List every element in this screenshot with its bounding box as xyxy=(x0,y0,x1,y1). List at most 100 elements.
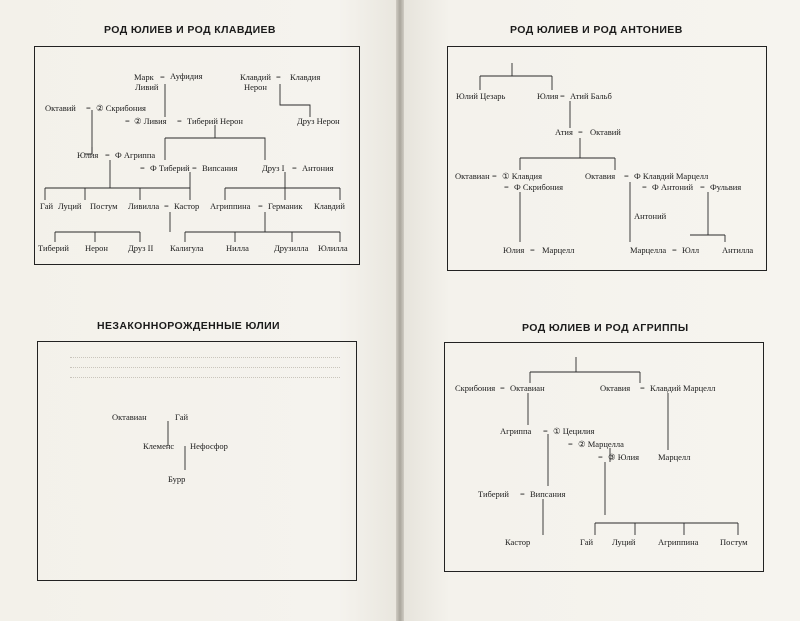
marriage-sign: = xyxy=(640,383,645,393)
person-cecilia: ① Цецилия xyxy=(553,426,595,436)
marriage-sign: = xyxy=(192,163,197,173)
marriage-sign: = xyxy=(598,452,603,462)
person-druz-1: Друз I xyxy=(262,163,285,173)
person-fulvia: Фульвия xyxy=(710,182,742,192)
marriage-sign: = xyxy=(500,383,505,393)
person-marcella: ② Марцелла xyxy=(578,439,624,449)
person-oktavij: Октавий xyxy=(45,103,76,113)
person-skribonia: Ф Скрибония xyxy=(514,182,564,192)
marriage-sign: = xyxy=(520,489,525,499)
marriage-sign: = xyxy=(530,245,535,255)
person-oktavian: Октавиан xyxy=(510,383,545,393)
person-marcell: Марцелл xyxy=(542,245,575,255)
person-tiberij: Тиберий xyxy=(478,489,509,499)
marriage-sign: = xyxy=(177,116,182,126)
person-skribonia: Скрибония xyxy=(455,383,496,393)
left-page xyxy=(0,0,398,621)
person-livij: Ливий xyxy=(135,82,159,92)
diagram-julii-agrippa xyxy=(444,342,764,572)
person-gaj: Гай xyxy=(175,412,189,422)
marriage-sign: = xyxy=(568,439,573,449)
person-antonij-2: Антоний xyxy=(634,211,667,221)
person-lucij: Луций xyxy=(612,537,636,547)
person-burr: Бурр xyxy=(168,474,186,484)
person-agrippa: Агриппа xyxy=(500,426,532,436)
title-julii-antonii: РОД ЮЛИЕВ И РОД АНТОНИЕВ xyxy=(510,24,683,36)
person-klavdia: ① Клавдия xyxy=(502,171,543,181)
person-yulia: Юлия xyxy=(537,91,559,101)
person-klemens: Клеменс xyxy=(143,441,175,451)
person-oktavian: Октавиан xyxy=(455,171,490,181)
marriage-sign: = xyxy=(276,72,281,82)
person-neron: Нерон xyxy=(244,82,267,92)
person-kaligula: Калигула xyxy=(170,243,204,253)
marriage-sign: = xyxy=(125,116,130,126)
marriage-sign: = xyxy=(160,72,165,82)
diagram-julii-claudii xyxy=(34,46,360,265)
person-oktavia: Октавия xyxy=(585,171,616,181)
person-atia: Атия xyxy=(555,127,573,137)
person-agrippina: Агриппина xyxy=(210,201,251,211)
diagram-julii-antonii xyxy=(447,46,767,271)
person-agrippina: Агриппина xyxy=(658,537,699,547)
person-klavdij-2: Клавдий xyxy=(314,201,345,211)
person-lucij: Луций xyxy=(58,201,82,211)
person-marcella: Марцелла xyxy=(630,245,667,255)
person-yulilla: Юлилла xyxy=(318,243,348,253)
marriage-sign: = xyxy=(560,91,565,101)
person-gaj: Гай xyxy=(40,201,54,211)
person-nilla: Нилла xyxy=(226,243,249,253)
marriage-sign: = xyxy=(504,182,509,192)
marriage-sign: = xyxy=(86,103,91,113)
person-yulij-cezar: Юлий Цезарь xyxy=(456,91,506,101)
person-vipsania: Випсания xyxy=(530,489,566,499)
person-druz-neron: Друз Нерон xyxy=(297,116,340,126)
person-germanik: Германик xyxy=(268,201,303,211)
person-postum: Постум xyxy=(720,537,748,547)
person-yulia-2: Юлия xyxy=(503,245,525,255)
person-klavdiya: Клавдия xyxy=(290,72,321,82)
title-illegitimate-julii: НЕЗАКОННОРОЖДЕННЫЕ ЮЛИИ xyxy=(97,320,280,332)
person-druzilla: Друзилла xyxy=(274,243,309,253)
person-gaj: Гай xyxy=(580,537,594,547)
person-livia: ② Ливия xyxy=(134,116,167,126)
book-gutter xyxy=(396,0,404,621)
person-livilla: Ливилла xyxy=(128,201,160,211)
person-mark: Марк xyxy=(134,72,154,82)
marriage-sign: = xyxy=(492,171,497,181)
marriage-sign: = xyxy=(105,150,110,160)
person-atij-balb: Атий Бальб xyxy=(570,91,612,101)
marriage-sign: = xyxy=(543,426,548,436)
person-postum: Постум xyxy=(90,201,118,211)
person-oktavij: Октавий xyxy=(590,127,621,137)
marriage-sign: = xyxy=(624,171,629,181)
marriage-sign: = xyxy=(642,182,647,192)
person-druz-2: Друз II xyxy=(128,243,154,253)
marriage-sign: = xyxy=(578,127,583,137)
person-nefosfor: Нефосфор xyxy=(190,441,228,451)
marriage-sign: = xyxy=(140,163,145,173)
person-tiberij-gemell: Тиберий xyxy=(38,243,69,253)
person-agrippa: Ф Агриппа xyxy=(115,150,156,160)
person-tiberij: Ф Тиберий xyxy=(150,163,190,173)
marriage-sign: = xyxy=(292,163,297,173)
person-marcell: Марцелл xyxy=(658,452,691,462)
marriage-sign: = xyxy=(700,182,705,192)
right-page xyxy=(402,0,800,621)
person-antonia: Антония xyxy=(302,163,334,173)
marriage-sign: = xyxy=(258,201,263,211)
person-vipsania: Випсания xyxy=(202,163,238,173)
person-klavdij-marcell: Ф Клавдий Марцелл xyxy=(634,171,709,181)
title-julii-agrippa: РОД ЮЛИЕВ И РОД АГРИППЫ xyxy=(522,322,689,334)
person-neron-2: Нерон xyxy=(85,243,108,253)
title-julii-claudii: РОД ЮЛИЕВ И РОД КЛАВДИЕВ xyxy=(104,24,276,36)
marriage-sign: = xyxy=(672,245,677,255)
person-antilla: Антилла xyxy=(722,245,754,255)
person-kastor: Кастор xyxy=(505,537,531,547)
person-oktavian: Октавиан xyxy=(112,412,147,422)
person-skribonia: ② Скрибония xyxy=(96,103,146,113)
person-antonij: Ф Антоний xyxy=(652,182,694,192)
person-yull: Юлл xyxy=(682,245,700,255)
